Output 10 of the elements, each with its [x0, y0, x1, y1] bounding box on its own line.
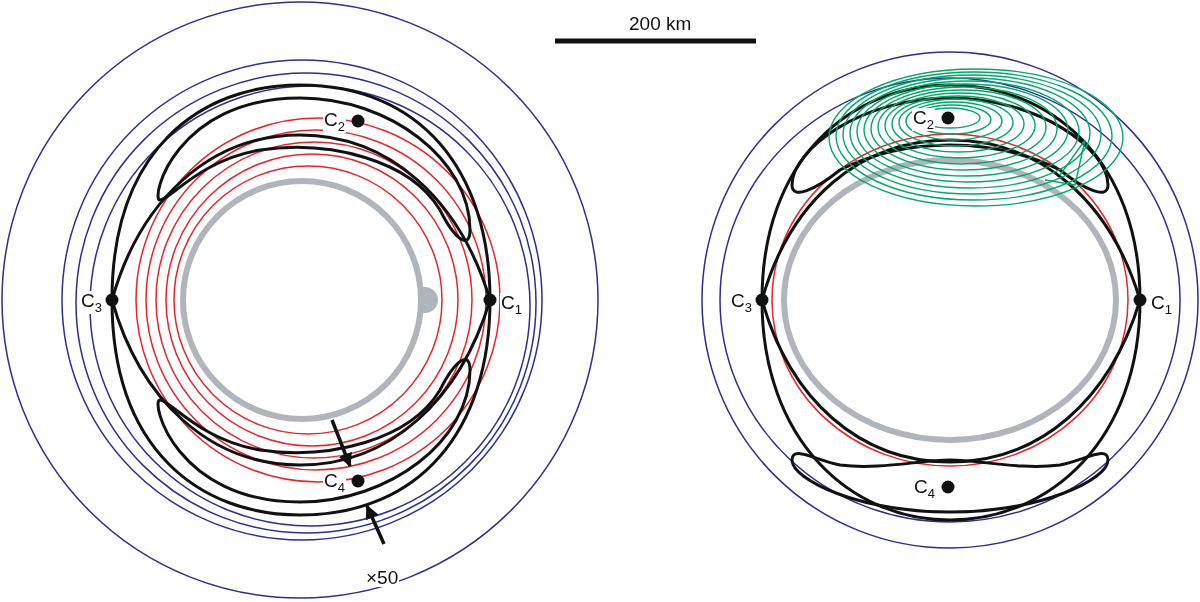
point-label: C$_{3}$	[730, 291, 753, 314]
point-label: C$_{1}$	[1150, 293, 1173, 316]
point-label: C$_{4}$	[913, 477, 936, 500]
point-label: C$_{3}$	[80, 291, 103, 314]
point-label: C$_{4}$	[323, 471, 346, 494]
magnification-label: ×50	[365, 568, 400, 587]
point-label: C$_{1}$	[500, 293, 523, 316]
point-label: C$_{2}$	[323, 110, 346, 133]
scale-label: 200 km	[628, 14, 693, 33]
point-label: C$_{2}$	[912, 108, 935, 131]
